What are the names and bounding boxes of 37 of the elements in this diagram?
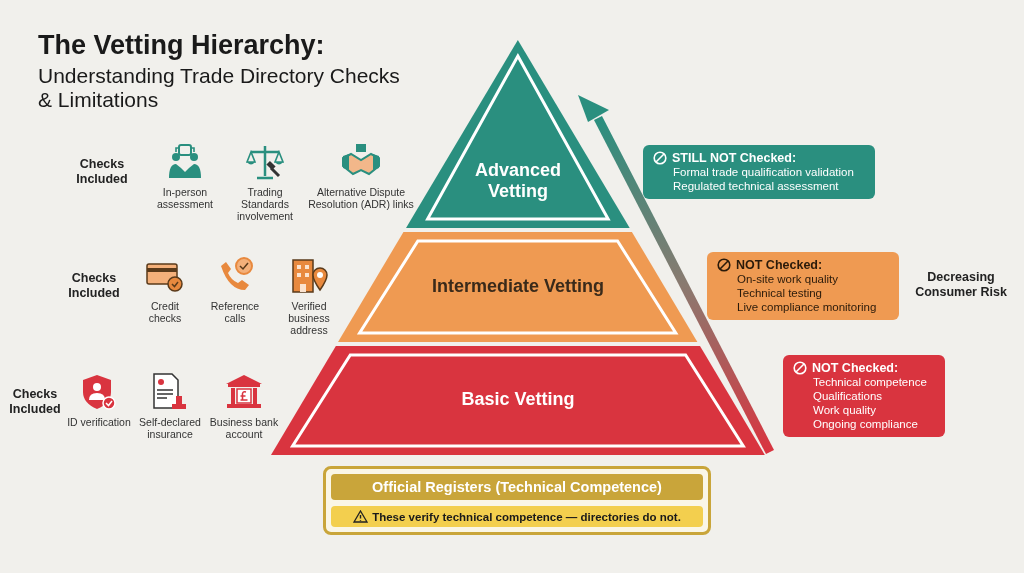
panel-heading: Official Registers (Technical Competence) — [331, 474, 703, 500]
pyramid-tier — [338, 232, 698, 342]
list-item: Technical competence — [813, 375, 928, 389]
subtitle: Understanding Trade Directory Checks & Limitations — [38, 64, 401, 112]
row-heading: Checks Included — [75, 157, 129, 187]
check-caption: In-person assessment — [156, 186, 214, 210]
check-caption: Trading Standards involvement — [236, 186, 294, 222]
check-caption: Business bank account — [208, 416, 280, 440]
list-item: Live compliance monitoring — [737, 300, 878, 314]
row-heading: Decreasing Consumer Risk — [914, 270, 1008, 300]
info-panel — [323, 466, 711, 535]
list-item: Work quality — [813, 403, 878, 417]
callout-box — [707, 252, 899, 320]
check-caption: Self-declared insurance — [138, 416, 202, 440]
check-caption: Verified business address — [287, 300, 331, 336]
list-item: On-site work quality — [737, 272, 839, 286]
tier-label: Intermediate Vetting — [430, 276, 605, 297]
list-item: Formal trade qualification validation — [673, 165, 855, 179]
callout-box — [783, 355, 945, 437]
callout-box — [643, 145, 875, 199]
callout-heading: NOT Checked: — [736, 258, 823, 272]
list-item: Technical testing — [737, 286, 824, 300]
check-caption: Credit checks — [147, 300, 183, 324]
callout-heading: STILL NOT Checked: — [672, 151, 797, 165]
title: The Vetting Hierarchy: — [38, 30, 325, 61]
row-heading: Checks Included — [8, 387, 62, 417]
tier-label: Advanced Vetting — [473, 160, 562, 202]
list-item: Qualifications — [813, 389, 884, 403]
list-item: Ongoing compliance — [813, 417, 919, 431]
callout-heading: NOT Checked: — [812, 361, 899, 375]
check-caption: Reference calls — [209, 300, 261, 324]
tier-label: Basic Vetting — [460, 389, 576, 410]
check-caption: Alternative Dispute Resolution (ADR) links — [307, 186, 415, 210]
row-heading: Checks Included — [67, 271, 121, 301]
list-item: Regulated technical assessment — [673, 179, 840, 193]
warning-note: These verify technical competence — directories do not. — [372, 510, 681, 523]
check-caption: ID verification — [66, 416, 132, 428]
